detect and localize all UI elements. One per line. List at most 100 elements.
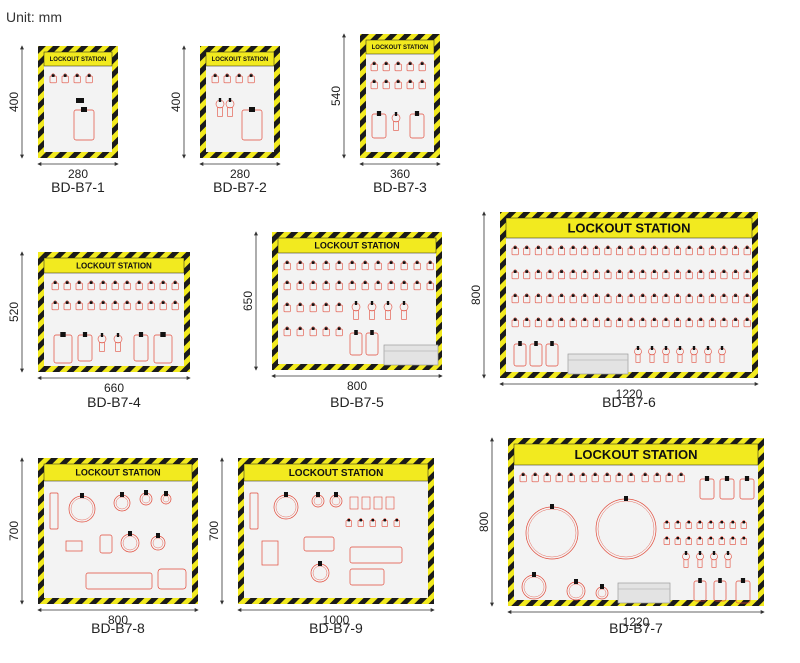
hook-peg: [617, 473, 621, 476]
padlock-shackle: [593, 317, 599, 321]
padlock-shackle: [323, 302, 329, 306]
breaker-lockout-outline: [385, 496, 395, 510]
hasp-body: [385, 310, 391, 320]
board-panel: [244, 464, 428, 598]
hook-peg: [583, 294, 587, 297]
padlock-shackle: [383, 79, 389, 83]
padlock-shackle: [419, 79, 425, 83]
padlock-shackle: [349, 260, 355, 264]
hook-peg: [687, 294, 691, 297]
padlock-shackle: [698, 245, 704, 249]
hook-peg: [687, 270, 691, 273]
padlock-shackle: [76, 280, 82, 284]
hook-peg: [376, 111, 382, 116]
height-dimension-label: 700: [207, 521, 221, 541]
board-header: [365, 39, 435, 55]
hook-peg: [653, 294, 656, 297]
padlock-shackle: [547, 245, 553, 249]
padlock-shackle: [605, 245, 611, 249]
board-header-title: LOCKOUT STATION: [212, 57, 269, 63]
padlock-shackle: [640, 269, 646, 273]
hasp-body: [99, 342, 105, 352]
padlock-shackle: [358, 518, 363, 521]
padlock-shackle: [535, 269, 541, 273]
padlock-shackle: [74, 73, 80, 77]
hook-peg: [665, 521, 668, 524]
board-header: [205, 51, 275, 67]
hook-peg: [548, 318, 552, 321]
hook-peg: [389, 261, 393, 264]
board-header-title: LOCKOUT STATION: [314, 241, 399, 251]
hook-peg: [101, 281, 105, 284]
padlock-shackle: [148, 300, 154, 304]
padlock-shackle: [582, 293, 588, 297]
board-model-caption: BD-B7-8: [91, 620, 145, 636]
hook-peg: [513, 294, 517, 297]
hasp-body: [635, 354, 641, 363]
padlock-shackle: [559, 293, 564, 297]
padlock-shackle: [407, 61, 413, 65]
hook-peg: [113, 301, 117, 304]
padlock-shackle: [112, 300, 118, 304]
hook-peg: [161, 281, 165, 284]
hook-peg: [629, 246, 633, 249]
hook-peg: [571, 294, 575, 297]
hasp-body: [691, 354, 697, 363]
board-header-title: LOCKOUT STATION: [75, 468, 160, 478]
hook-peg: [408, 80, 412, 83]
hook-peg: [537, 246, 540, 249]
hook-peg: [383, 519, 386, 522]
hook-peg: [731, 537, 734, 540]
padlock-shackle: [709, 245, 715, 249]
hook-peg: [525, 270, 529, 273]
hook-peg: [311, 281, 315, 284]
board-model-caption: BD-B7-3: [373, 179, 427, 195]
padlock-shackle: [605, 293, 611, 297]
padlock-shackle: [395, 61, 401, 65]
hook-peg: [402, 281, 406, 284]
padlock-shackle: [628, 293, 634, 297]
hook-peg: [726, 551, 730, 555]
padlock-shackle: [148, 280, 154, 284]
hook-peg: [629, 294, 633, 297]
padlock-shackle: [651, 317, 657, 321]
hook-peg: [595, 294, 598, 297]
hook-peg: [324, 261, 328, 264]
hook-peg: [60, 332, 66, 337]
hook-peg: [376, 281, 380, 284]
hook-peg: [395, 519, 398, 522]
hook-peg: [237, 74, 241, 77]
padlock-shackle: [160, 300, 166, 304]
hook-peg: [650, 346, 654, 350]
hook-peg: [571, 318, 575, 321]
board-panel: [206, 52, 274, 152]
hook-peg: [687, 246, 691, 249]
breaker-lockout-outline: [249, 492, 259, 530]
breaker-lockout-outline: [349, 496, 359, 510]
padlock-shackle: [640, 293, 646, 297]
padlock-shackle: [512, 245, 518, 249]
hook-peg: [742, 521, 745, 524]
padlock-shackle: [535, 293, 541, 297]
height-dimension-label: 520: [7, 302, 21, 322]
hook-peg: [372, 62, 376, 65]
hook-peg: [370, 301, 374, 305]
padlock-shackle: [172, 300, 178, 304]
padlock-shackle: [414, 260, 420, 264]
hook-peg: [718, 578, 722, 583]
board-header-title: LOCKOUT STATION: [76, 261, 152, 270]
hook-peg: [742, 537, 745, 540]
hook-peg: [537, 318, 540, 321]
board-panel: [506, 218, 752, 372]
padlock-shackle: [686, 317, 692, 321]
padlock-shackle: [160, 280, 166, 284]
padlock-shackle: [617, 245, 622, 249]
hasp-body: [697, 559, 703, 568]
hook-peg: [687, 521, 690, 524]
hook-peg: [149, 301, 153, 304]
hook-peg: [285, 327, 289, 330]
padlock-shackle: [362, 260, 368, 264]
padlock-shackle: [284, 280, 290, 284]
